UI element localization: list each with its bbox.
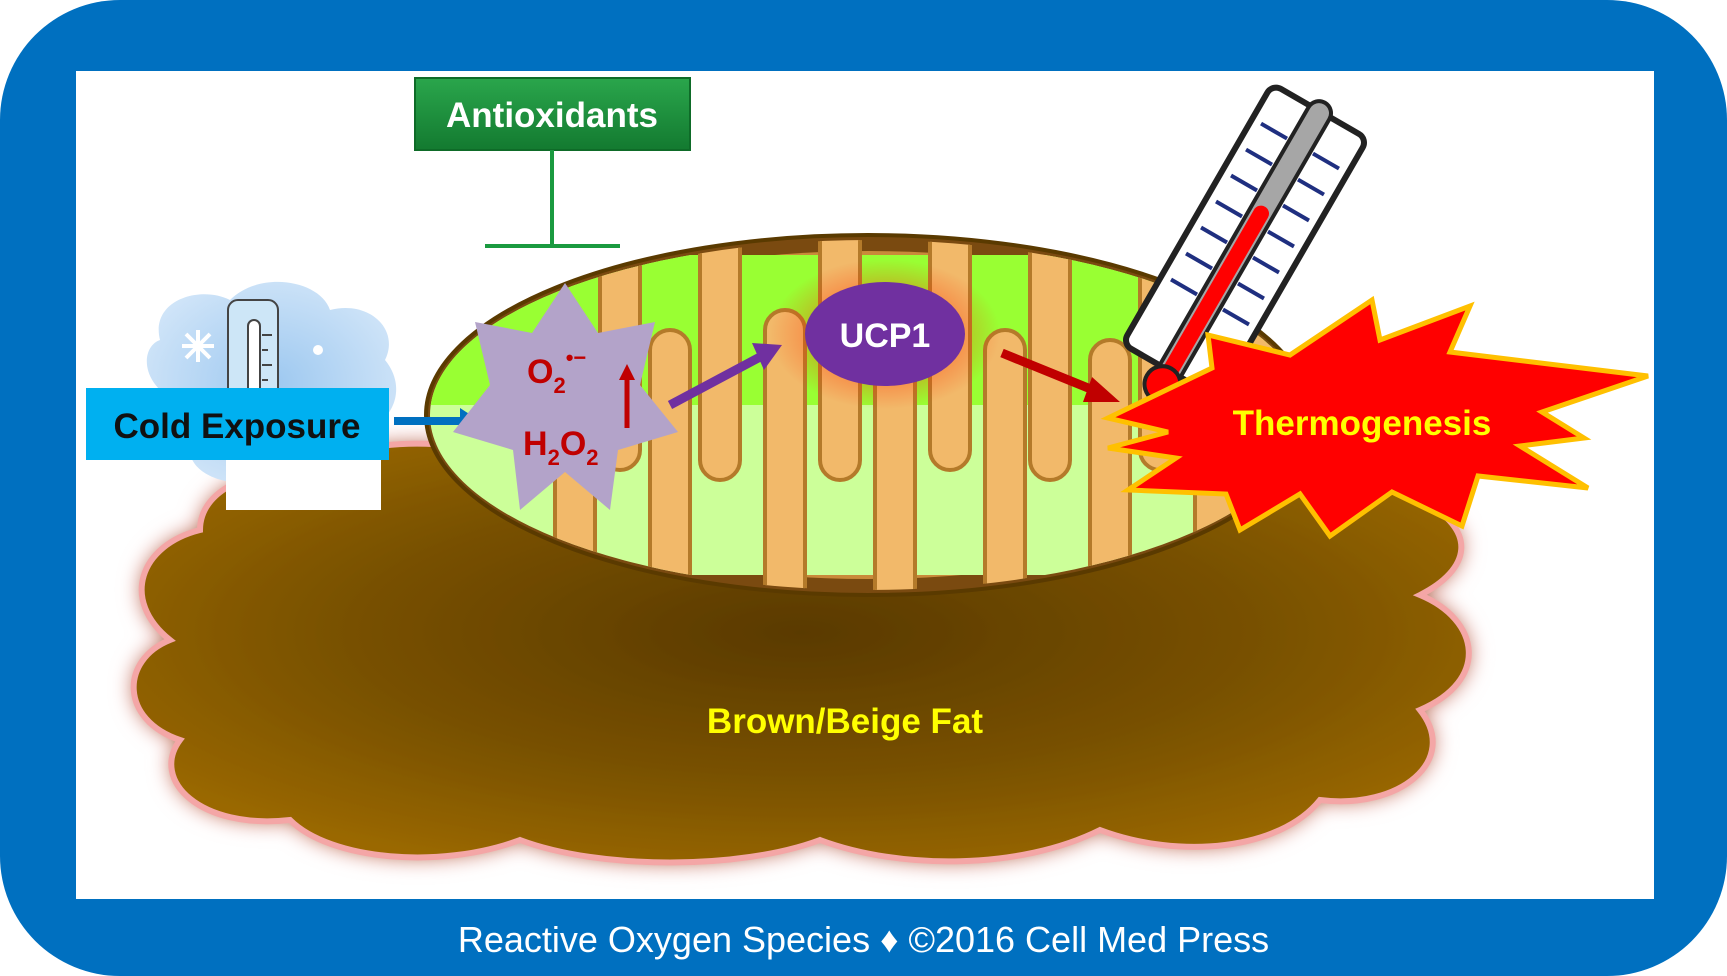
arrow-ucp1-to-thermogenesis xyxy=(1000,348,1120,402)
footer-text: Reactive Oxygen Species ♦ ©2016 Cell Med… xyxy=(457,919,1270,960)
antioxidants-label: Antioxidants xyxy=(446,96,658,135)
cold-exposure-box: Cold Exposure xyxy=(86,388,389,460)
snowflake-icon xyxy=(182,330,214,362)
ucp1-protein: UCP1 xyxy=(805,282,965,386)
thermogenesis-burst: Thermogenesis xyxy=(1100,295,1649,540)
antioxidants-inhibition: Antioxidants xyxy=(414,77,691,248)
cold-exposure-label: Cold Exposure xyxy=(114,407,361,446)
brown-beige-fat-label: Brown/Beige Fat xyxy=(707,702,983,741)
hydrogen-peroxide-label: H2O2 xyxy=(523,425,599,470)
ucp1-label: UCP1 xyxy=(840,317,931,355)
superoxide-label: O2•− xyxy=(527,345,586,398)
increase-arrow xyxy=(619,364,635,428)
footer-credit: Reactive Oxygen Species ♦ ©2016 Cell Med… xyxy=(0,912,1727,968)
ros-star xyxy=(453,283,678,510)
thermogenesis-label: Thermogenesis xyxy=(1233,404,1492,443)
